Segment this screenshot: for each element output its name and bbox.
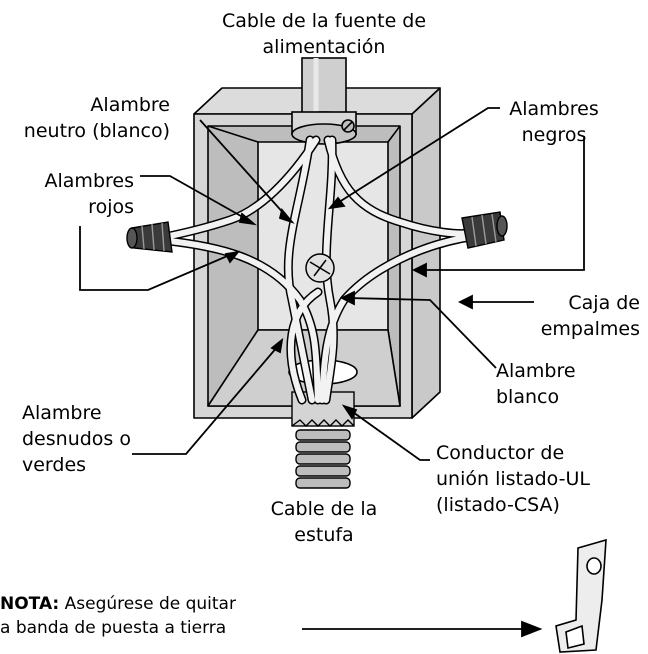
label-black-wires-line1: Alambres [509,98,599,120]
label-bonding-conductor-line1: Conductor de [436,442,565,464]
label-bonding-conductor: Conductor de unión listado-UL (listado-C… [436,440,626,518]
label-neutral-wire-line1: Alambre [90,94,170,116]
label-neutral-wire-line2: neutro (blanco) [23,120,170,142]
label-white-wire: Alambre blanco [496,358,606,410]
label-bare-wires-line3: verdes [22,454,87,476]
wire-nut-right [461,211,508,249]
label-red-wires-line2: rojos [88,196,134,218]
label-bonding-conductor-line2: unión listado-UL [436,468,591,490]
label-white-wire-line1: Alambre [496,360,576,382]
label-neutral-wire: Alambre neutro (blanco) [20,92,170,144]
label-junction-box-line2: empalmes [540,318,640,340]
label-junction-box: Caja de empalmes [520,290,640,342]
ground-screw [305,253,335,283]
label-black-wires-line2: negros [521,124,587,146]
label-range-cable-line1: Cable de la [270,498,378,520]
label-supply-cable: Cable de la fuente de alimentación [204,8,444,60]
label-bare-wires-line2: desnudos o [22,428,131,450]
label-range-cable: Cable de la estufa [256,496,392,548]
grounding-strap-icon [555,538,607,653]
label-range-cable-line2: estufa [294,524,354,546]
label-junction-box-line1: Caja de [568,292,640,314]
label-bare-wires-line1: Alambre [22,402,102,424]
label-supply-cable-line1: Cable de la fuente de [221,10,427,32]
label-red-wires: Alambres rojos [30,168,134,220]
note-prefix: NOTA: [0,594,60,614]
note-line2: a banda de puesta a tierra [0,618,227,638]
label-bonding-conductor-line3: (listado-CSA) [436,494,560,516]
note-text: NOTA: Asegúrese de quitar a banda de pue… [0,592,300,640]
wires [155,135,481,405]
label-supply-cable-line2: alimentación [262,36,386,58]
label-bare-wires: Alambre desnudos o verdes [22,400,146,478]
supply-cable-conduit [291,57,357,145]
label-black-wires: Alambres negros [492,96,616,148]
note-line1: Asegúrese de quitar [59,594,236,614]
wire-nut-left [126,221,173,253]
leader-lines [79,107,585,638]
label-white-wire-line2: blanco [496,386,560,408]
label-red-wires-line1: Alambres [44,170,134,192]
